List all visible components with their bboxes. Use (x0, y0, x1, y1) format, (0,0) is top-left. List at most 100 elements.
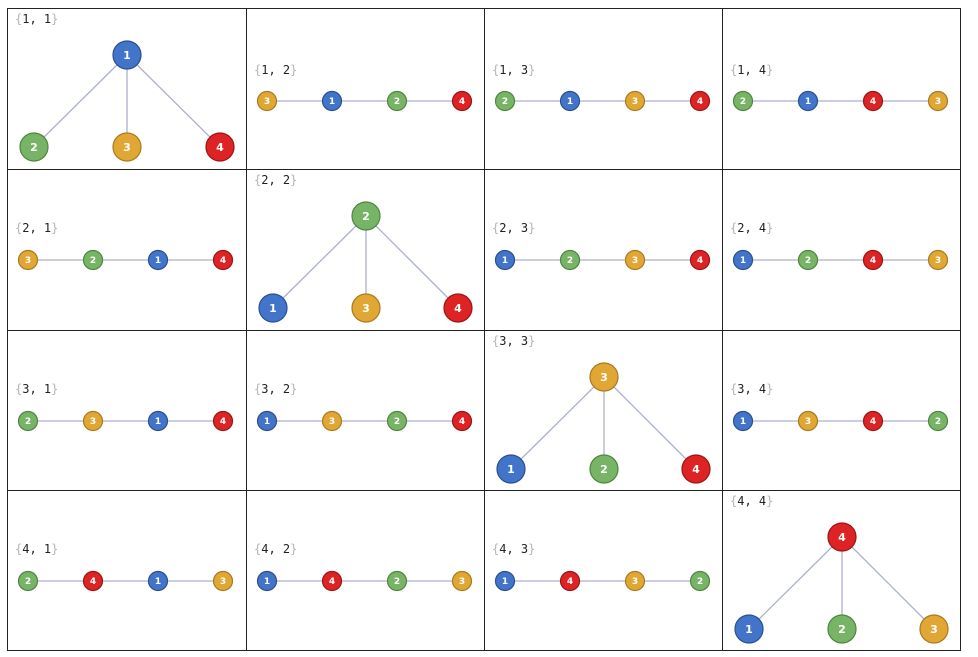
vertex-label: 4 (697, 97, 703, 107)
vertex-4: 4 (212, 249, 234, 271)
vertex-2: 2 (689, 570, 711, 592)
vertex-label: 4 (220, 417, 226, 427)
vertex-3: 3 (17, 249, 39, 271)
graph-drawing: 3 1 2 4 (496, 362, 711, 484)
vertex-label: 3 (632, 256, 638, 266)
vertex-3: 3 (589, 362, 619, 392)
vertex-label: 1 (329, 97, 335, 107)
vertex-label: 1 (264, 417, 270, 427)
vertex-3: 3 (82, 410, 104, 432)
vertex-4: 4 (689, 90, 711, 112)
vertex-1: 1 (256, 570, 278, 592)
vertex-label: 2 (394, 417, 400, 427)
vertex-2: 2 (589, 454, 619, 484)
cell-label: {3, 1} (15, 382, 59, 396)
cell-label: {3, 3} (492, 334, 536, 348)
cell-label: {4, 2} (254, 542, 298, 556)
vertex-4: 4 (451, 90, 473, 112)
vertex-label: 4 (220, 256, 226, 266)
vertex-label: 1 (123, 49, 131, 62)
vertex-2: 2 (732, 90, 754, 112)
vertex-label: 3 (930, 623, 938, 636)
vertex-1: 1 (147, 249, 169, 271)
cell-label-text: 3, 2 (261, 382, 291, 396)
vertex-1: 1 (734, 614, 764, 644)
cell-label-text: 3, 3 (499, 334, 529, 348)
vertex-label: 1 (264, 577, 270, 587)
vertex-label: 4 (216, 141, 224, 154)
vertex-4: 4 (205, 132, 235, 162)
cell-label-text: 4, 1 (22, 542, 52, 556)
vertex-4: 4 (681, 454, 711, 484)
vertex-3: 3 (256, 90, 278, 112)
vertex-label: 4 (870, 417, 876, 427)
vertex-4: 4 (689, 249, 711, 271)
vertex-label: 2 (697, 577, 703, 587)
vertex-label: 1 (155, 417, 161, 427)
vertex-label: 3 (362, 302, 370, 315)
cell-label: {1, 1} (15, 12, 59, 26)
vertex-4: 4 (862, 90, 884, 112)
vertex-label: 2 (362, 210, 370, 223)
vertex-1: 1 (147, 410, 169, 432)
cell-label-text: 3, 4 (737, 382, 767, 396)
vertex-label: 3 (220, 577, 226, 587)
vertex-1: 1 (797, 90, 819, 112)
vertex-label: 3 (264, 97, 270, 107)
edge (272, 215, 367, 309)
vertex-label: 4 (697, 256, 703, 266)
vertex-4: 4 (862, 410, 884, 432)
vertex-label: 3 (90, 417, 96, 427)
edge (841, 536, 935, 630)
vertex-3: 3 (927, 249, 949, 271)
vertex-2: 2 (351, 201, 381, 231)
cell-label: {3, 2} (254, 382, 298, 396)
vertex-3: 3 (451, 570, 473, 592)
vertex-2: 2 (827, 614, 857, 644)
vertex-3: 3 (927, 90, 949, 112)
vertex-3: 3 (624, 570, 646, 592)
vertex-4: 4 (862, 249, 884, 271)
vertex-label: 3 (329, 417, 335, 427)
vertex-label: 3 (805, 417, 811, 427)
graph-drawing: 2 1 3 4 (258, 201, 473, 323)
vertex-label: 1 (740, 417, 746, 427)
vertex-4: 4 (321, 570, 343, 592)
vertex-label: 2 (838, 623, 846, 636)
graph-drawing: 2 3 1 4 (17, 410, 234, 432)
vertex-4: 4 (827, 522, 857, 552)
vertex-1: 1 (559, 90, 581, 112)
vertex-label: 2 (502, 97, 508, 107)
vertex-2: 2 (386, 410, 408, 432)
vertex-3: 3 (212, 570, 234, 592)
graph-cell: {4, 4} 4 1 2 3 (722, 490, 961, 651)
vertex-label: 1 (805, 97, 811, 107)
vertex-label: 4 (329, 577, 335, 587)
edge (510, 376, 605, 470)
vertex-label: 2 (600, 463, 608, 476)
cell-label: {4, 4} (730, 494, 774, 508)
vertex-label: 4 (90, 577, 96, 587)
vertex-label: 2 (25, 417, 31, 427)
vertex-label: 4 (870, 97, 876, 107)
cell-label-text: 4, 3 (499, 542, 529, 556)
vertex-label: 3 (632, 97, 638, 107)
vertex-label: 2 (90, 256, 96, 266)
vertex-1: 1 (258, 293, 288, 323)
vertex-label: 4 (454, 302, 462, 315)
vertex-2: 2 (17, 570, 39, 592)
cell-label-text: 2, 4 (737, 221, 767, 235)
vertex-1: 1 (494, 570, 516, 592)
vertex-4: 4 (443, 293, 473, 323)
vertex-label: 4 (567, 577, 573, 587)
cell-label-text: 4, 2 (261, 542, 291, 556)
vertex-1: 1 (496, 454, 526, 484)
vertex-label: 3 (25, 256, 31, 266)
